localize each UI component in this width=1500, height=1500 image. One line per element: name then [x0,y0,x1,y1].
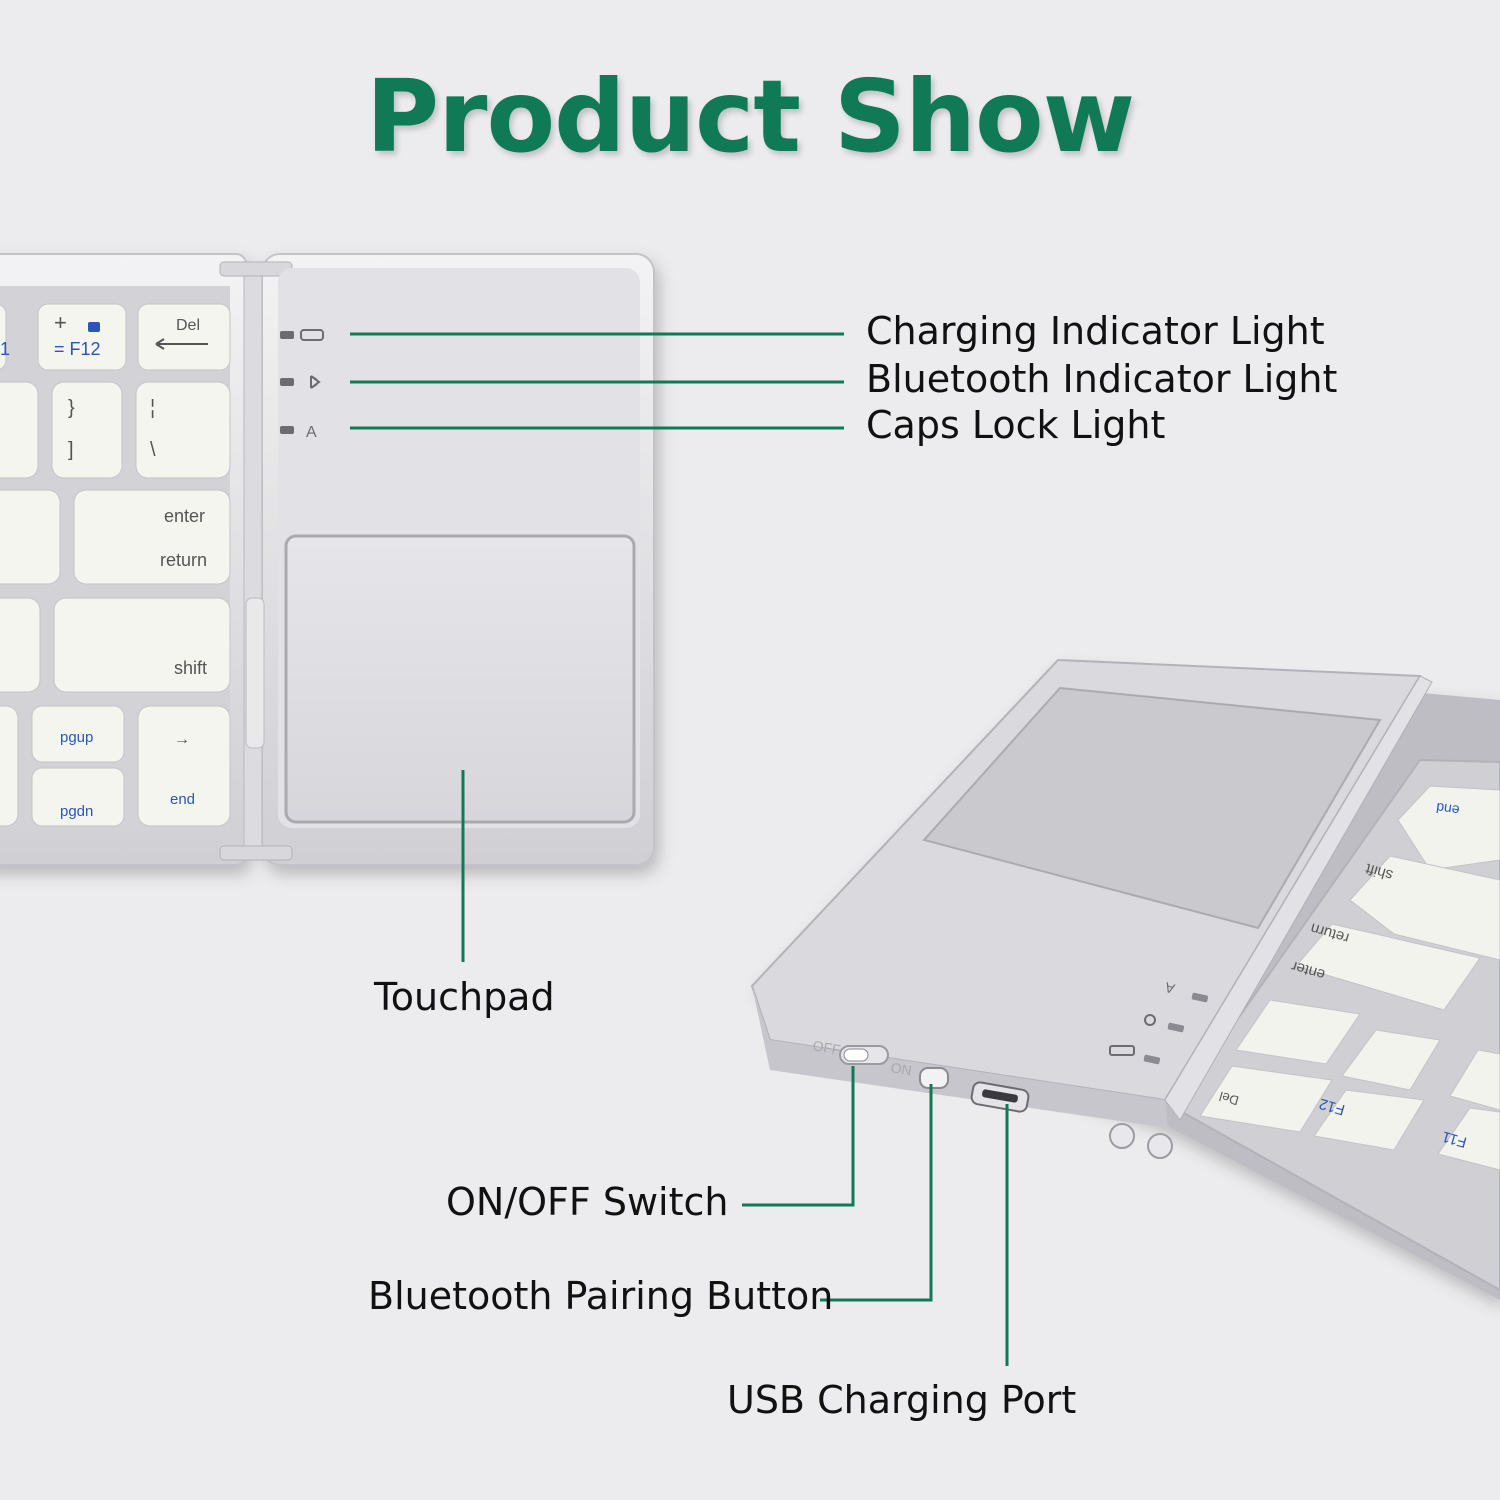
key-pipe-top: ¦ [150,397,155,419]
backspace-arrow-icon [155,338,208,350]
pairing-button-label: Bluetooth Pairing Button [368,1274,834,1318]
key-pgdn-label: pgdn [60,803,93,820]
indicator-lights: A [280,329,324,441]
keys-top: 1 + = F12 Del } ] ¦ \ enter return shift… [0,303,231,827]
key-arrow-right-label: → [174,731,190,748]
on-label: ON [889,1059,912,1078]
key-brace [51,381,123,479]
pairing-button [919,1067,949,1089]
key-row5-a [0,705,19,827]
key-f12-bottom-label: = F12 [54,339,101,359]
angled-battery-icon [1109,1045,1135,1056]
angled-del-label: Del [1217,1089,1240,1109]
key-end-label: end [170,791,195,808]
angled-end-label: end [1435,800,1460,819]
key-row3-a [0,489,61,585]
key-pipe-bottom: \ [150,439,156,461]
key-pgup-label: pgup [60,729,93,746]
touchpad-label: Touchpad [374,975,555,1019]
key-f11-label: 1 [0,339,10,359]
angled-bt-icon [1144,1014,1156,1026]
key-brace-bottom: ] [68,439,74,461]
switch-leader [742,1066,855,1207]
key-pipe [135,381,231,479]
side-ports: OFF ON [811,1037,1173,1159]
key-pgdn [31,767,125,827]
pairing-leader [820,1084,933,1302]
key-f12-top-label: + [54,310,67,335]
on-off-switch-label: ON/OFF Switch [446,1180,729,1224]
battery-icon [300,329,324,341]
page-title: Product Show [365,58,1135,175]
bluetooth-light [280,378,294,386]
caps-icon: A [306,424,317,441]
touchpad-top [284,534,636,824]
caps-light [280,426,294,434]
angled-f12-label: F12 [1317,1095,1347,1118]
caps-lock-label: Caps Lock Light [866,403,1166,447]
lock-icon [88,322,100,332]
key-end [137,705,231,827]
key-del-label: Del [176,317,200,334]
hinge-angled [1164,675,1433,1121]
charging-indicator-label: Charging Indicator Light [866,309,1325,353]
key-row4-a [0,597,41,693]
hinge-screw [1109,1123,1135,1149]
key-del [137,303,231,371]
angled-caps-light [1191,992,1209,1003]
key-enter-label: enter [164,506,205,526]
bluetooth-indicator-label: Bluetooth Indicator Light [866,357,1338,401]
key-f12 [37,303,127,371]
off-label: OFF [811,1037,841,1058]
key-pgup [31,705,125,763]
usb-port-label: USB Charging Port [727,1378,1077,1422]
angled-charge-light [1143,1054,1161,1065]
angled-indicators: A [1109,979,1209,1065]
key-f11 [0,304,7,370]
angled-bt-light [1167,1022,1185,1033]
keyboard-angled-view: end shift return enter Del F12 F11 A OFF… [750,658,1500,1300]
key-brace-top: } [68,397,75,419]
key-enter [73,489,231,585]
key-row2-a [0,381,39,479]
hinge [219,261,293,861]
angled-f11-label: F11 [1440,1128,1468,1151]
touchpad-angled [922,686,1382,930]
key-return-label: return [160,550,207,570]
bluetooth-icon [310,375,321,389]
charging-light [280,331,294,339]
key-shift [53,597,231,693]
key-shift-label: shift [174,658,207,678]
leader-lines [350,332,1009,1366]
